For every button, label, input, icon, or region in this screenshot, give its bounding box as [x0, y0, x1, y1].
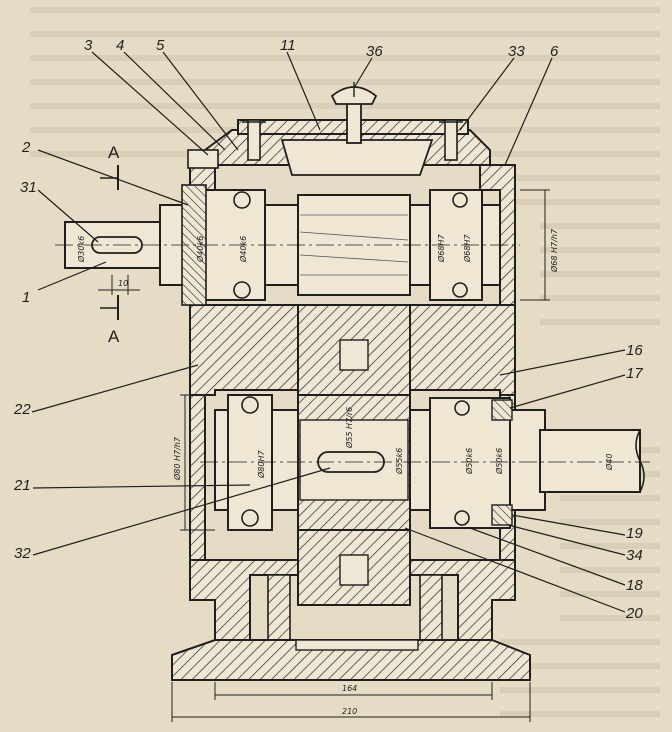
- callout-16: 16: [626, 342, 643, 359]
- section-label-top: A: [108, 143, 120, 162]
- callout-1: 1: [22, 289, 30, 306]
- callout-4: 4: [116, 37, 124, 54]
- dim-base-outer: 210: [342, 707, 357, 716]
- breather-plug: [330, 82, 378, 144]
- dim-input-bearing-1: Ø40k6: [195, 236, 205, 263]
- dim-input-housing-right: Ø68H7: [462, 234, 472, 263]
- dim-output-shaft-end: Ø40: [604, 454, 614, 471]
- cap-bolt: [187, 149, 219, 169]
- callout-21: 21: [13, 477, 31, 494]
- dimension-lines: [64, 189, 550, 722]
- dim-input-housing-bore: Ø68 H7/h7: [549, 228, 559, 273]
- callout-22: 22: [13, 401, 31, 418]
- section-label-bottom: A: [108, 327, 120, 346]
- callout-33: 33: [508, 43, 525, 60]
- dim-input-housing-left: Ø68H7: [436, 234, 446, 263]
- callout-36: 36: [366, 43, 383, 60]
- callout-19: 19: [626, 525, 643, 542]
- seal-upper: [491, 399, 513, 421]
- dim-base-inner: 164: [342, 684, 357, 693]
- seal-lower: [491, 504, 513, 526]
- dim-output-bearing-a: Ø55k6: [394, 448, 404, 475]
- callout-2: 2: [21, 139, 31, 156]
- callout-17: 17: [626, 365, 643, 382]
- dim-output-left-bore: Ø80 H7/h7: [172, 436, 182, 481]
- dim-key-width: 10: [118, 279, 128, 288]
- output-bearing-left: [227, 394, 273, 531]
- callout-11: 11: [280, 37, 296, 54]
- callout-3: 3: [84, 37, 93, 54]
- input-shaft-assembly: [55, 149, 520, 306]
- cover-bolts: [242, 119, 463, 161]
- callout-numbers: 2 3 4 5 11 36 33 6 31 1 22 16 17 21 32 1…: [13, 37, 643, 622]
- callout-6: 6: [550, 43, 559, 60]
- callout-32: 32: [14, 545, 31, 562]
- dim-input-shaft: Ø30k6: [76, 236, 86, 263]
- dim-output-bearing-c: Ø50k6: [494, 448, 504, 475]
- callout-20: 20: [625, 605, 643, 622]
- dim-output-bearing-b: Ø50k6: [464, 448, 474, 475]
- callout-31: 31: [20, 179, 37, 196]
- dim-input-bearing-2: Ø40k6: [238, 236, 248, 263]
- callout-34: 34: [626, 547, 643, 564]
- dim-output-left-h7: Ø80H7: [256, 450, 266, 479]
- leader-lines: [31, 51, 626, 613]
- section-marks: A A: [100, 143, 120, 346]
- output-shaft-assembly: [200, 304, 650, 606]
- dim-output-gear-fit: Ø55 H7/r6: [344, 407, 354, 449]
- callout-18: 18: [626, 577, 643, 594]
- callout-5: 5: [156, 37, 165, 54]
- output-shaft-end: [539, 429, 641, 493]
